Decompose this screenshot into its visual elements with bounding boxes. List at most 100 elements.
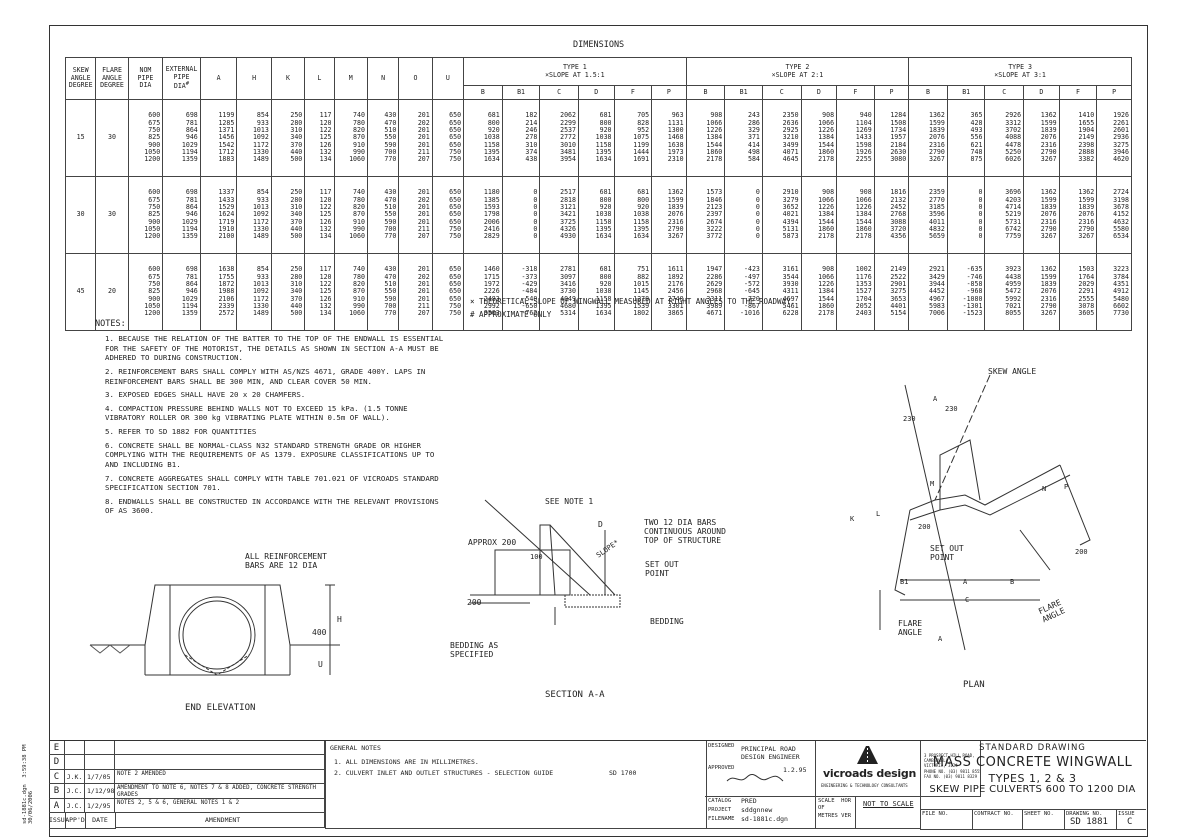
reinforcement-label: ALL REINFORCEMENT BARS ARE 12 DIA	[245, 552, 327, 570]
note-item: 8. ENDWALLS SHALL BE CONSTRUCTED IN ACCO…	[105, 496, 439, 516]
vicroads-subtitle: ENGINEERING & TECHNOLOGY CONSULTANTS	[821, 783, 908, 788]
table-cell: 30	[95, 99, 129, 177]
table-cell: 1503 1764 2029 2291 2555 3078 3605	[1058, 253, 1098, 331]
bedding-as-label: BEDDING AS SPECIFIED	[450, 641, 499, 660]
table-cell: 681 800 920 1038 1158 1395 1634	[463, 99, 503, 177]
rev-header-issue: ISSUE	[49, 813, 66, 829]
general-notes-box: GENERAL NOTES 1. ALL DIMENSIONS ARE IN M…	[325, 741, 707, 829]
table-cell: 1199 1285 1371 1456 1542 1712 1883	[199, 99, 238, 177]
table-cell: 650 650 650 650 650 750 750	[431, 176, 465, 254]
dim-400: 400	[312, 628, 327, 637]
plan-m: M	[930, 480, 935, 488]
note-item: 6. CONCRETE SHALL BE NORMAL-CLASS N32 ST…	[105, 440, 435, 469]
table-cell: 2350 2636 2925 3210 3499 4071 4645	[761, 99, 802, 177]
revision-rev: B	[49, 784, 65, 799]
table-cell: 1180 1385 1593 1798 2006 2416 2829	[463, 176, 503, 254]
rev-header-appd: APP'D	[65, 813, 86, 829]
plan-a: A	[933, 395, 938, 403]
header-h: H	[236, 57, 272, 100]
plan-title: PLAN	[963, 680, 985, 690]
table-cell: 854 933 1013 1092 1172 1330 1489	[236, 176, 272, 254]
catalog-box: CATALOG PRED PROJECT sddgnnew FILENAME s…	[705, 796, 816, 829]
header-k: K	[270, 57, 306, 100]
table-cell: 1573 1846 2123 2397 2674 3222 3772	[685, 176, 726, 254]
header-o: O	[398, 57, 433, 100]
table-cell: 2359 2770 3185 3596 4011 4832 5659	[908, 176, 948, 254]
plan-c: C	[965, 596, 970, 604]
header-flare: FLARE ANGLE DEGREE	[95, 57, 129, 100]
sub-f: F	[1058, 85, 1098, 100]
file-no-box: FILE NO.	[920, 809, 973, 830]
table-cell: 740 780 820 870 910 990 1060	[333, 99, 368, 177]
sub-p: P	[873, 85, 910, 100]
dim-u: U	[318, 660, 323, 669]
plan-n: N	[1042, 485, 1047, 493]
table-cell: 2062 2299 2537 2772 3010 3481 3954	[539, 99, 579, 177]
sub-b: B	[908, 85, 948, 100]
table-cell: 2517 2818 3121 3421 3725 4326 4930	[539, 176, 579, 254]
table-cell: 243 286 329 371 414 498 584	[724, 99, 763, 177]
sub-d: D	[1023, 85, 1060, 100]
table-cell: 3696 4203 4714 5219 5731 6742 7759	[984, 176, 1025, 254]
table-cell: 1638 1755 1872 1988 2106 2339 2572	[199, 253, 238, 331]
table-cell: 430 470 510 550 590 700 770	[366, 99, 400, 177]
drawing-title-2: TYPES 1, 2 & 3	[988, 772, 1077, 785]
revision-date: 1/2/95	[85, 798, 115, 813]
dim-d: D	[598, 520, 603, 529]
sheet-no-box: SHEET NO.	[1022, 809, 1065, 830]
drawing-no-box: DRAWING NO. SD 1881	[1064, 809, 1117, 830]
revision-by: J.C.	[65, 784, 85, 799]
dim-200a: 200	[918, 523, 931, 531]
sub-b1: B1	[946, 85, 986, 100]
general-note-2: 2. CULVERT INLET AND OUTLET STRUCTURES -…	[334, 769, 554, 777]
revision-by	[65, 741, 85, 756]
plan-drawing	[879, 374, 1091, 651]
table-cell: 751 882 1015 1145 1278 1539 1802	[613, 253, 653, 331]
footnote-slope: × THEORETICAL SLOPE OF WINGWALL MEASURED…	[470, 297, 796, 306]
note-item: 4. COMPACTION PRESSURE BEHIND WALLS NOT …	[105, 403, 408, 423]
table-cell: 117 120 122 125 126 132 134	[304, 253, 335, 331]
note-item: 7. CONCRETE AGGREGATES SHALL COMPLY WITH…	[105, 473, 439, 493]
table-cell: 117 120 122 125 126 132 134	[304, 176, 335, 254]
table-cell: 1002 1176 1353 1527 1704 2052 2403	[836, 253, 875, 331]
standard-drawing-label: STANDARD DRAWING	[979, 743, 1086, 753]
table-cell: 698 781 864 946 1029 1194 1359	[162, 253, 201, 331]
revision-date	[85, 741, 115, 756]
sub-c: C	[539, 85, 579, 100]
note-item: 1. BECAUSE THE RELATION OF THE BATTER TO…	[105, 334, 444, 363]
revision-rev: D	[49, 755, 65, 770]
table-cell: 698 781 864 946 1029 1194 1359	[162, 176, 201, 254]
table-cell: 740 780 820 870 910 990 1060	[333, 253, 368, 331]
contract-no-box: CONTRACT NO.	[972, 809, 1023, 830]
sub-f: F	[836, 85, 875, 100]
footnote-approx: # APPROXIMATE ONLY	[470, 310, 552, 319]
plan-p: P	[1064, 483, 1069, 491]
issue-value: C	[1127, 817, 1133, 827]
table-cell: 3161 3544 3930 4311 4697 5461 6228	[761, 253, 802, 331]
section-setout-label: SET OUT POINT	[645, 560, 679, 579]
sub-c: C	[761, 85, 802, 100]
table-cell: 908 1066 1226 1384 1544 1860 2178	[685, 99, 726, 177]
header-nom: NOM PIPE DIA	[127, 57, 164, 100]
header-skew: SKEW ANGLE DEGREE	[64, 57, 97, 100]
header-l: L	[304, 57, 335, 100]
table-cell: 1410 1655 1904 2149 2398 2888 3382	[1058, 99, 1098, 177]
table-cell: 2149 2522 2901 3275 3653 4401 5154	[873, 253, 910, 331]
table-cell: 250 280 310 340 370 440 500	[270, 176, 306, 254]
revision-by: J.K.	[65, 769, 85, 785]
end-elevation-drawing	[89, 584, 340, 676]
header-m: M	[333, 57, 368, 100]
rev-header-date: DATE	[85, 813, 116, 829]
revision-date	[85, 755, 115, 770]
revision-text: NOTE 2 AMENDED	[115, 769, 325, 785]
scale-value-box: NOT TO SCALE	[855, 796, 921, 829]
revision-text: NOTES 2, 5 & 6, GENERAL NOTES 1 & 2	[115, 798, 325, 813]
sd1700-ref: SD 1700	[609, 769, 637, 777]
revision-rev: E	[49, 741, 65, 756]
table-cell: 908 1066 1226 1384 1544 1860 2178	[800, 253, 838, 331]
issue-box: ISSUE C	[1116, 809, 1146, 830]
table-cell: 365 428 493 556 621 748 875	[946, 99, 986, 177]
dim-200b: 200	[1075, 548, 1088, 556]
notes-title: NOTES:	[95, 319, 126, 329]
table-cell: 908 1066 1226 1384 1544 1860 2178	[800, 176, 838, 254]
